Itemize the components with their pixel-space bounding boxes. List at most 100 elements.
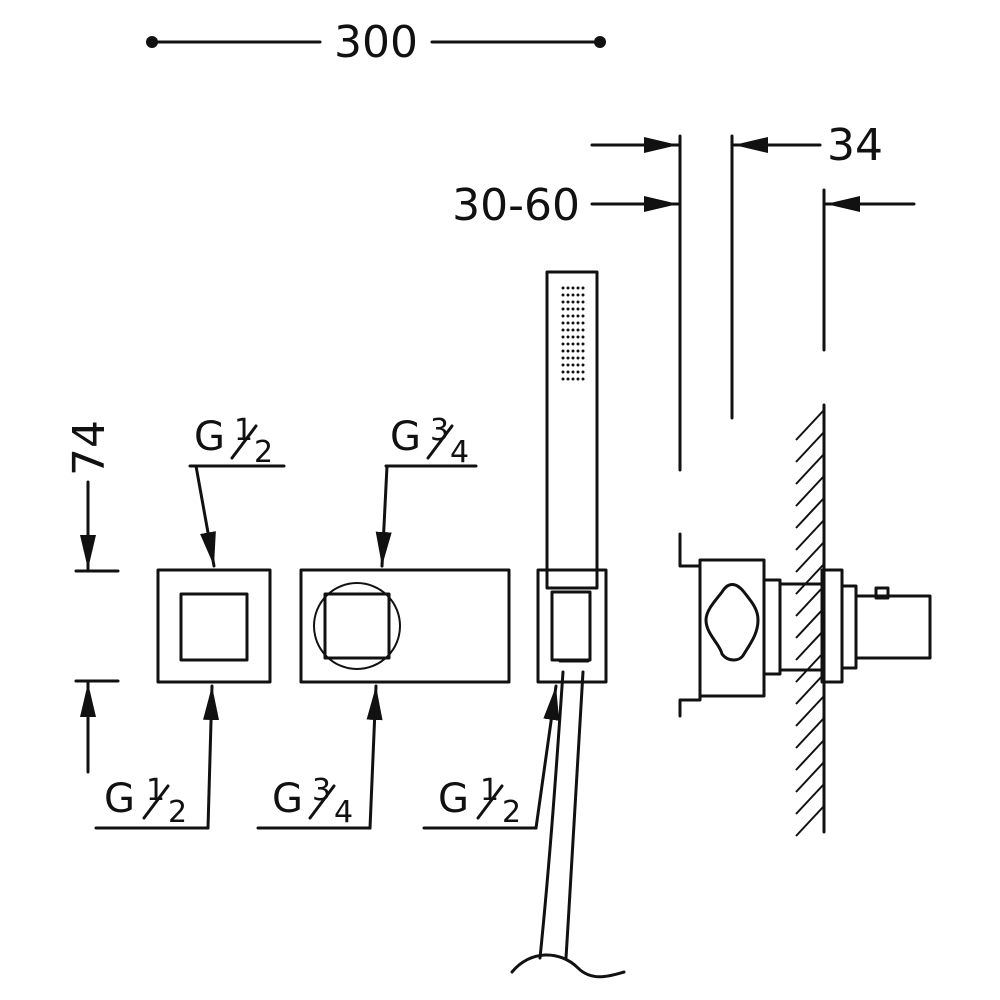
nozzle-dot: [561, 328, 565, 332]
callout-bottom-right: G 1 2: [422, 684, 560, 830]
nozzle-dot: [581, 335, 585, 339]
nozzle-dot: [581, 293, 585, 297]
nozzle-dot: [581, 286, 585, 290]
nozzle-dot: [571, 342, 575, 346]
nozzle-dot: [576, 307, 580, 311]
nozzle-dot: [571, 335, 575, 339]
hatch-line: [795, 497, 825, 529]
nozzle-dot: [571, 356, 575, 360]
nozzle-dot: [576, 335, 580, 339]
nozzle-dot: [581, 363, 585, 367]
nozzle-dot: [566, 335, 570, 339]
hatch-line: [795, 585, 825, 617]
nozzle-dot: [566, 293, 570, 297]
nozzle-dot: [561, 321, 565, 325]
callout-prefix: G: [194, 414, 225, 460]
depth-value: 34: [827, 120, 883, 171]
height-value: 74: [64, 420, 115, 476]
callout-numerator: 1: [480, 773, 499, 808]
nozzle-dot: [571, 293, 575, 297]
nozzle-dot: [561, 293, 565, 297]
nozzle-dot: [576, 286, 580, 290]
callout-prefix: G: [438, 776, 469, 822]
nozzle-dot: [566, 363, 570, 367]
nozzle-dot: [566, 314, 570, 318]
nozzle-dot: [576, 342, 580, 346]
hatch-line: [795, 519, 825, 551]
hatch-line: [795, 607, 825, 639]
callout-bottom-middle: G 3 4: [256, 684, 383, 830]
width-dimension: 300: [146, 17, 606, 68]
nozzle-dot: [581, 321, 585, 325]
depth-range-value: 30-60: [452, 180, 580, 231]
nozzle-dot: [581, 307, 585, 311]
nozzle-dot: [581, 349, 585, 353]
nozzle-dot: [576, 356, 580, 360]
hatch-line: [795, 651, 825, 683]
callout-top-middle: G 3 4: [375, 413, 478, 568]
nozzle-dot: [571, 370, 575, 374]
nozzle-dot: [566, 286, 570, 290]
floor-line: [510, 953, 626, 979]
hatch-line: [795, 475, 825, 507]
nozzle-dot: [581, 314, 585, 318]
callout-prefix: G: [272, 776, 303, 822]
nozzle-dot: [566, 328, 570, 332]
nozzle-dot: [576, 300, 580, 304]
callout-prefix: G: [104, 776, 135, 822]
nozzle-dot: [571, 321, 575, 325]
nozzle-dot: [561, 307, 565, 311]
valve-plate: [299, 568, 511, 684]
nozzle-dot: [576, 328, 580, 332]
hatch-line: [795, 563, 825, 595]
height-dimension: 74: [64, 420, 120, 774]
nozzle-dot: [581, 377, 585, 381]
nozzle-dot: [571, 314, 575, 318]
nozzle-dot: [566, 342, 570, 346]
callout-top-left: G 1 2: [188, 413, 286, 568]
nozzle-dot: [561, 342, 565, 346]
valve-side-view: [678, 532, 932, 718]
callout-bottom-left: G 1 2: [94, 684, 220, 830]
nozzle-grid: [561, 286, 585, 381]
hatch-line: [795, 453, 825, 485]
callout-denominator: 4: [450, 435, 469, 470]
diverter-plate: [156, 568, 272, 684]
nozzle-dot: [576, 293, 580, 297]
hatch-line: [795, 673, 825, 705]
nozzle-dot: [576, 377, 580, 381]
hatch-line: [795, 431, 825, 463]
nozzle-dot: [571, 307, 575, 311]
hatch-line: [795, 409, 825, 441]
nozzle-dot: [581, 356, 585, 360]
nozzle-dot: [566, 377, 570, 381]
wall-hatching: [795, 409, 825, 837]
nozzle-dot: [571, 363, 575, 367]
nozzle-dot: [566, 356, 570, 360]
hatch-line: [795, 805, 825, 837]
nozzle-dot: [561, 356, 565, 360]
nozzle-dot: [561, 370, 565, 374]
wall-section: [795, 403, 826, 837]
hatch-line: [795, 739, 825, 771]
callout-numerator: 1: [146, 773, 165, 808]
nozzle-dot: [566, 321, 570, 325]
nozzle-dot: [561, 335, 565, 339]
nozzle-dot: [566, 349, 570, 353]
callout-numerator: 1: [234, 413, 253, 448]
nozzle-dot: [576, 370, 580, 374]
callout-numerator: 3: [312, 773, 331, 808]
nozzle-dot: [581, 370, 585, 374]
nozzle-dot: [566, 300, 570, 304]
nozzle-dot: [571, 286, 575, 290]
callout-numerator: 3: [430, 413, 449, 448]
callout-prefix: G: [390, 414, 421, 460]
nozzle-dot: [561, 314, 565, 318]
nozzle-dot: [571, 377, 575, 381]
nozzle-dot: [561, 363, 565, 367]
callout-denominator: 4: [334, 795, 353, 830]
nozzle-dot: [581, 300, 585, 304]
nozzle-dot: [576, 321, 580, 325]
hatch-line: [795, 717, 825, 749]
